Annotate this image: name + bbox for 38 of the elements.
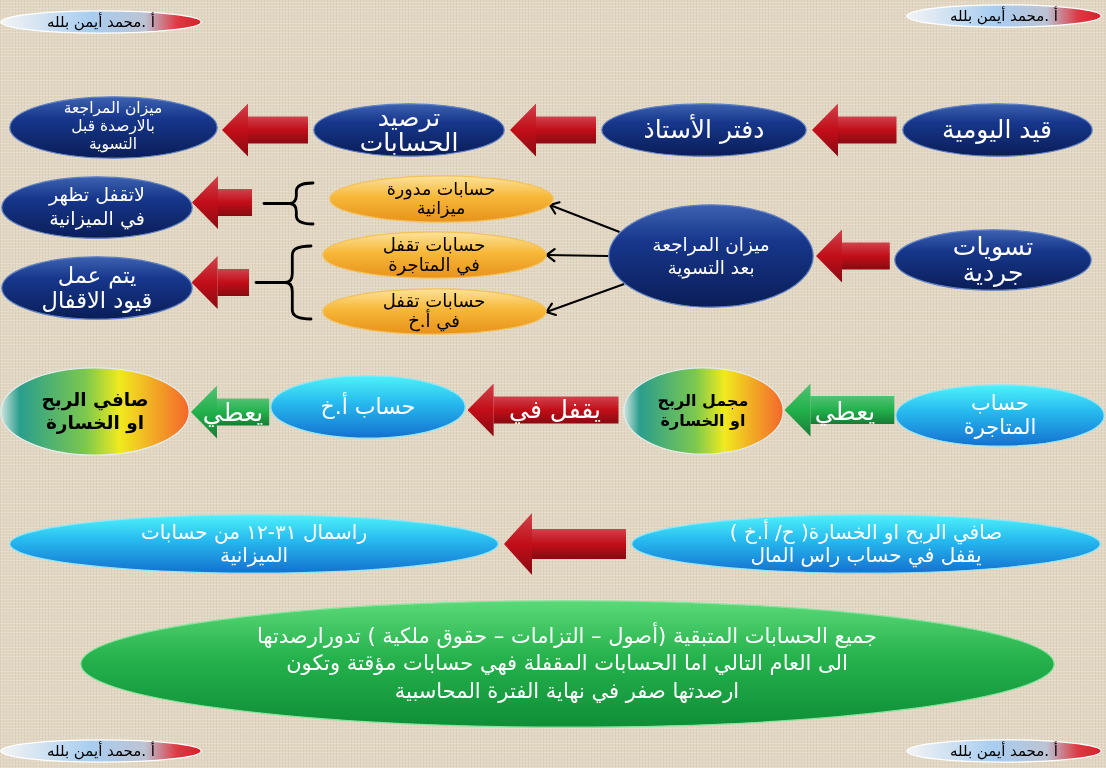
process-ellipse: ميزان المراجعة بالارصدة قبل التسوية: [8, 95, 218, 159]
brace: [254, 244, 313, 321]
block-arrow: [222, 103, 308, 157]
block-arrow: [192, 176, 252, 229]
block-arrow: [784, 383, 895, 437]
process-ellipse: ميزان المراجعة بعد التسوية: [608, 204, 814, 308]
block-arrow: [812, 103, 897, 157]
arrow: [545, 283, 626, 317]
block-arrow: [467, 383, 619, 437]
block-arrow: [191, 256, 249, 309]
block-arrow: [510, 103, 596, 157]
account-ellipse: حسابات تقفل في المتاجرة: [321, 231, 547, 279]
edge-label: يعطي: [201, 399, 265, 427]
process-ellipse: قيد اليومية: [901, 103, 1093, 157]
block-arrow: [504, 513, 626, 575]
account-ellipse: صافي الربح او الخسارة( ح/ أ.خ ) يقفل في حساب راس المال: [631, 514, 1101, 574]
arrow: [548, 201, 621, 233]
account-ellipse: حسابات مدورة ميزانية: [328, 175, 554, 223]
block-arrow: [191, 385, 270, 439]
account-ellipse: راسمال ٣١-١٢ من حسابات الميزانية: [9, 514, 499, 574]
process-ellipse: ترصيد الحسابات: [313, 103, 505, 157]
process-ellipse: تسويات جردية: [894, 229, 1092, 291]
block-arrow: [816, 229, 890, 283]
arrow: [545, 248, 609, 263]
process-ellipse: دفتر الأستاذ: [601, 103, 807, 157]
process-ellipse: لاتقفل تظهر في الميزانية: [1, 175, 193, 239]
account-ellipse: حساب المتاجرة: [895, 383, 1105, 447]
name-badge: أ .محمد أيمن بلله: [906, 4, 1102, 28]
brace: [262, 181, 315, 226]
account-ellipse: حسابات تقفل في أ.خ: [321, 287, 547, 335]
edge-label: يقفل في: [508, 396, 602, 424]
note-ellipse: جميع الحسابات المتبقية (أصول – التزامات – حقوق ملكية ) تدورارصدتها الى العام التالي اما الحسابات المقفلة فهي حسابات مؤقتة وتكون ارصدتها صفر في نهاية الفترة المحاسبية: [79, 600, 1055, 728]
account-ellipse: حساب أ.خ: [270, 375, 466, 439]
name-badge: أ .محمد أيمن بلله: [0, 739, 202, 763]
name-badge: أ .محمد أيمن بلله: [0, 10, 202, 34]
process-ellipse: يتم عمل قيود الاقفال: [1, 256, 193, 320]
edge-label: يعطي: [813, 398, 877, 426]
name-badge: أ .محمد أيمن بلله: [906, 739, 1102, 763]
